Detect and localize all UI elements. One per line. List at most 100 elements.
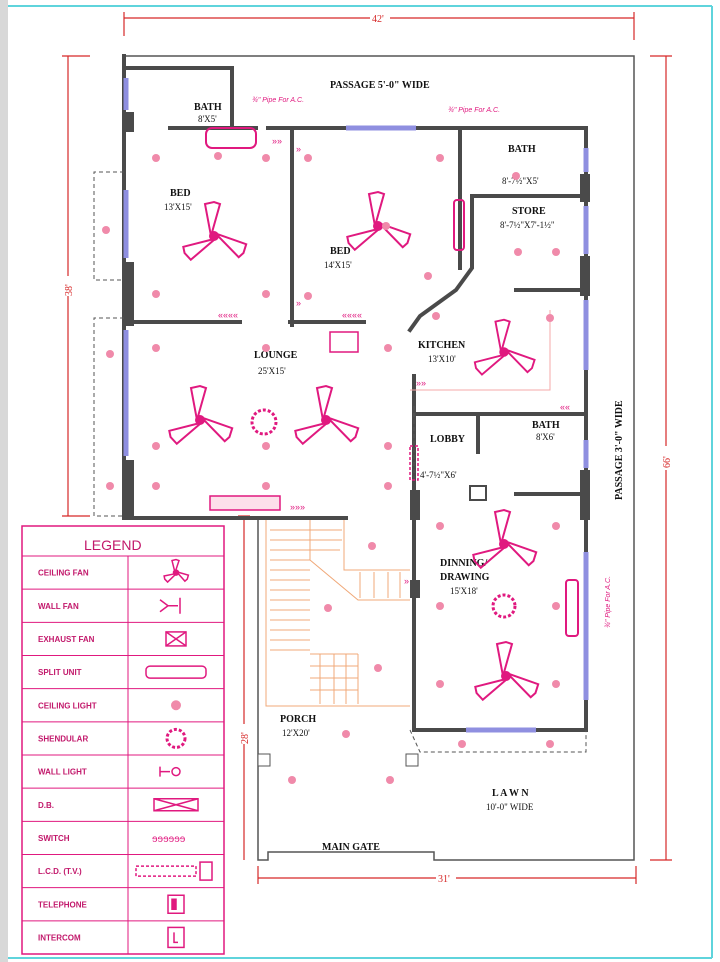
dim-bottom: 31' <box>438 874 450 885</box>
dim-right: 66' <box>662 456 673 468</box>
label-dining-2: DRAWING <box>440 572 490 583</box>
room-labels: PASSAGE 5'-0" WIDE PASSAGE 3'-0" WIDE BA… <box>164 80 625 853</box>
ceiling-light-icon <box>424 272 432 280</box>
ceiling-light-icon <box>102 226 110 234</box>
label-store: STORE <box>512 206 546 217</box>
ceiling-light-icon <box>324 604 332 612</box>
switch-icon: «« <box>560 402 570 412</box>
tele-db <box>329 331 419 481</box>
ceiling-fan-icon <box>473 318 536 376</box>
dashed-outlines <box>93 171 587 753</box>
legend-item-label: INTERCOM <box>38 933 81 942</box>
split-unit-icon <box>453 199 465 251</box>
plot-boundary <box>124 55 635 861</box>
db-icon <box>329 331 359 353</box>
size-bed1: 13'X15' <box>164 202 192 212</box>
ceiling-fan-icon <box>168 384 234 446</box>
ceiling-fan-icon <box>182 200 248 262</box>
legend-item-label: WALL LIGHT <box>38 768 87 777</box>
switch-icon: » <box>296 298 301 308</box>
chandeliers <box>250 408 517 619</box>
chandelier-icon <box>250 408 278 436</box>
wall-piers <box>124 112 590 598</box>
porch-columns <box>257 753 419 767</box>
legend-symbol-icon <box>135 861 213 881</box>
ac-note-2: ¾" Pipe For A.C. <box>448 107 500 114</box>
legend-symbol-icon: ɘɘɘɘɘɘ <box>152 834 186 845</box>
switch-icon: »» <box>272 136 282 146</box>
ac-note-3: ¾" Pipe For A.C. <box>605 576 612 628</box>
size-porch: 12'X20' <box>282 728 310 738</box>
ceiling-light-icon <box>436 602 444 610</box>
chandelier-icon <box>491 593 517 619</box>
ceiling-light-icon <box>384 442 392 450</box>
ceiling-fan-icon <box>294 384 360 446</box>
switches: »» » «««« » «««« »» «« »»» » <box>218 136 570 586</box>
wiring <box>410 310 551 391</box>
legend-item-label: D.B. <box>38 801 54 810</box>
ceiling-light-icon <box>432 312 440 320</box>
legend-symbol-icon <box>159 766 181 777</box>
ceiling-fans <box>168 190 540 702</box>
ceiling-light-icon <box>384 344 392 352</box>
legend-item-label: WALL FAN <box>38 602 79 611</box>
ceiling-light-icon <box>262 344 270 352</box>
ceiling-fan-icon <box>346 190 412 252</box>
ceiling-light-icon <box>552 602 560 610</box>
ceiling-light-icon <box>552 248 560 256</box>
ceiling-light-icon <box>262 154 270 162</box>
switch-icon: »» <box>416 378 426 388</box>
staircase <box>265 520 410 707</box>
legend-item-label: CEILING FAN <box>38 569 89 578</box>
size-bath2: 8'-7½"X5' <box>502 176 539 186</box>
switch-icon: » <box>404 576 409 586</box>
split-unit-icon <box>205 127 257 149</box>
switch-icon: »»» <box>290 502 305 512</box>
frame-left-strip <box>0 0 8 962</box>
dim-top: 42' <box>372 14 384 25</box>
label-dining-1: DINNING/ <box>440 558 487 569</box>
ceiling-light-icon <box>288 776 296 784</box>
ceiling-light-icon <box>552 522 560 530</box>
ac-note-1: ¾" Pipe For A.C. <box>252 97 304 104</box>
ceiling-light-icon <box>106 482 114 490</box>
legend-title: LEGEND <box>84 537 142 553</box>
ceiling-light-icon <box>384 482 392 490</box>
label-passage-right: PASSAGE 3'-0" WIDE <box>614 400 625 500</box>
ceiling-light-icon <box>436 154 444 162</box>
ceiling-light-icon <box>152 482 160 490</box>
legend-symbol-icon <box>153 798 199 812</box>
intercom-icon <box>409 445 419 481</box>
ceiling-light-icon <box>436 680 444 688</box>
ceiling-light-icon <box>262 482 270 490</box>
legend-symbol-icon <box>159 597 181 614</box>
label-bed2: BED <box>330 246 351 257</box>
switch-icon: «««« <box>342 310 362 320</box>
label-bed1: BED <box>170 188 191 199</box>
legend-item-label: L.C.D. (T.V.) <box>38 867 82 876</box>
legend-item-label: CEILING LIGHT <box>38 701 97 710</box>
tv-icon <box>209 495 281 511</box>
size-lawn: 10'-0" WIDE <box>486 802 534 812</box>
windows <box>123 78 589 733</box>
legend-symbol-icon <box>167 926 185 949</box>
ceiling-light-icon <box>546 314 554 322</box>
ceiling-light-icon <box>458 740 466 748</box>
dimension-labels: 42' 38' 66' 31' 28' <box>60 12 674 885</box>
ceiling-light-icon <box>152 344 160 352</box>
legend-item-label: EXHAUST FAN <box>38 635 95 644</box>
label-lobby: LOBBY <box>430 434 466 445</box>
split-unit-icon <box>565 579 579 637</box>
legend-symbol-icon <box>171 700 181 711</box>
size-bath3: 8'X6' <box>536 432 555 442</box>
size-kitchen: 13'X10' <box>428 354 456 364</box>
ceiling-light-icon <box>546 740 554 748</box>
ceiling-light-icon <box>514 248 522 256</box>
ceiling-light-icon <box>304 154 312 162</box>
ceiling-light-icon <box>304 292 312 300</box>
label-bath2: BATH <box>508 144 536 155</box>
switch-icon: » <box>296 144 301 154</box>
